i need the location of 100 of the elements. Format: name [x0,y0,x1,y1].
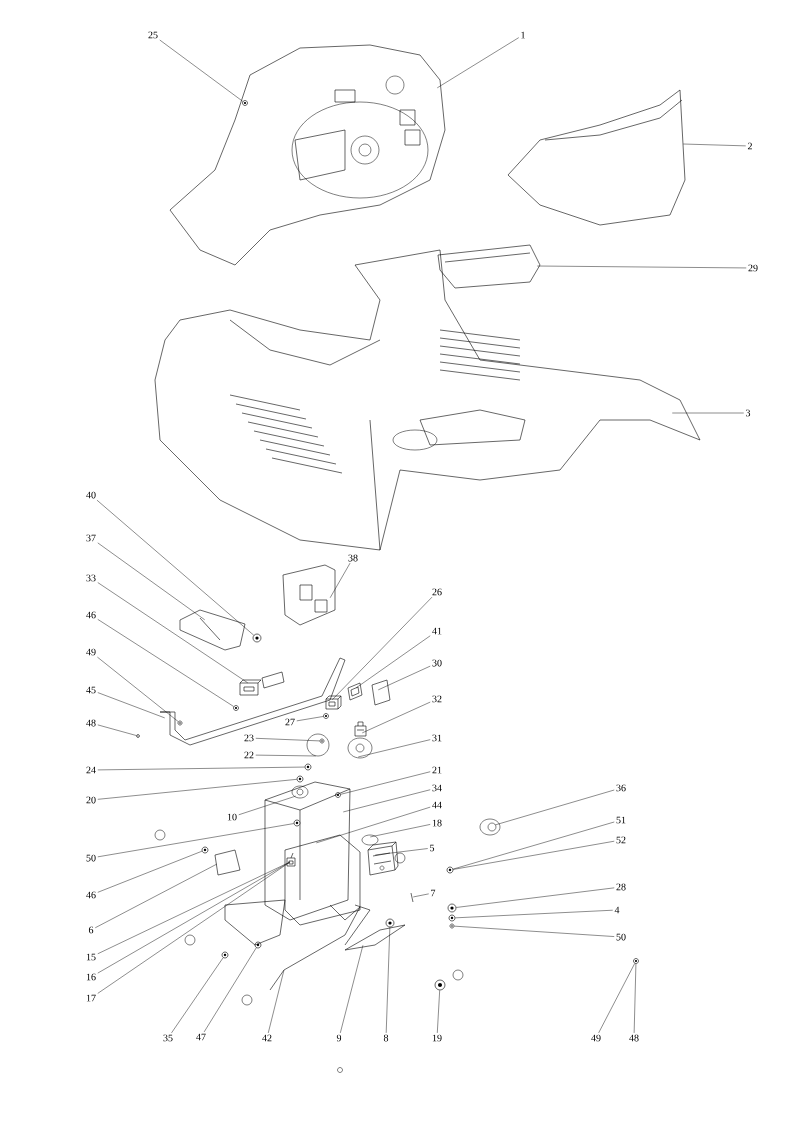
callout-number: 15 [86,953,96,961]
callout-number: 22 [244,751,254,759]
leader-line [455,910,613,919]
callout-number: 23 [244,734,254,742]
leader-line [362,701,431,734]
leader-line [356,635,431,689]
bolt [335,792,341,798]
callout-number: 51 [616,816,626,824]
leader-line [437,990,440,1034]
callout-number: 41 [432,627,442,635]
leader-line [340,945,364,1034]
connector-drawing [354,721,367,737]
pad-drawing [344,924,406,951]
callout-number: 47 [196,1033,206,1041]
leader-line [340,771,431,795]
leader-line [296,716,324,722]
leader-line [332,596,433,700]
callout-number: 44 [432,801,442,809]
leader-line [672,412,744,414]
leader-line [97,766,305,771]
clip [385,918,395,928]
callout-number: 4 [614,906,620,914]
nut [293,819,301,827]
cover-drawing [507,89,686,226]
ring [434,979,446,991]
leader-line [97,861,290,974]
callout-number: 36 [616,784,626,792]
switch-drawing [371,679,391,706]
callout-number: 45 [86,686,96,694]
leader-line [97,779,297,800]
leader-line [452,821,615,870]
callout-number: 38 [348,554,358,562]
callout-number: 46 [86,611,96,619]
battery-box-drawing [284,834,361,926]
callout-number: 10 [227,813,237,821]
bulb-drawing [361,834,379,846]
callout-number: 3 [746,409,751,417]
leader-line [97,582,248,684]
bracket-drawing [159,657,346,746]
callout-number: 32 [432,695,442,703]
lamp-drawing [479,818,501,836]
screw [296,775,304,783]
nut [136,734,140,738]
leader-line [413,893,429,898]
leader-line [370,824,431,838]
leader-line [97,656,179,722]
callout-number: 46 [86,891,96,899]
callout-number: 30 [432,659,442,667]
callout-number: 28 [616,883,626,891]
relay-box-drawing [367,841,399,876]
screw [446,866,454,874]
leader-line [375,848,428,856]
callout-number: 49 [591,1034,601,1042]
leader-line [456,887,615,908]
callout-number: 21 [432,766,442,774]
leader-line [97,823,294,858]
callout-number: 29 [748,264,758,272]
callout-number: 17 [86,994,96,1002]
leader-line [633,963,637,1034]
washer [323,713,329,719]
leader-line [171,957,224,1034]
callout-number: 50 [616,933,626,941]
nut [449,923,455,929]
callout-number: 20 [86,796,96,804]
callout-number: 48 [629,1034,639,1042]
horn-drawing [347,737,373,759]
cap [325,695,342,710]
callout-number: 2 [747,142,752,150]
leader-line [97,542,205,621]
callout-number: 49 [86,648,96,656]
callout-number: 6 [88,926,94,934]
switch-drawing [347,682,363,701]
switch-block [239,679,262,696]
plate-drawing [179,609,246,651]
leader-line [454,925,615,937]
leader-line [598,963,635,1034]
callout-number: 24 [86,766,96,774]
leader-line [97,861,290,954]
callout-number: 5 [430,844,435,852]
callout-number: 40 [86,491,96,499]
nut [633,958,639,964]
callout-number: 34 [432,784,442,792]
callout-number: 25 [148,31,158,39]
floor-panel-drawing [154,249,701,551]
callout-number: 50 [86,854,96,862]
leader-line [453,840,615,870]
nut [177,720,183,726]
dashboard-cowl-drawing [169,44,446,266]
callout-number: 48 [86,719,96,727]
leader-line [329,562,351,598]
screw [221,951,229,959]
leader-line [437,37,519,89]
callout-number: 18 [432,819,442,827]
motor-drawing [214,849,241,876]
leader-line [537,265,747,269]
callout-number: 1 [521,31,525,39]
callout-number: 52 [616,836,626,844]
switch-panel-drawing [282,564,336,626]
leader-line [97,851,203,893]
nut [448,914,456,922]
